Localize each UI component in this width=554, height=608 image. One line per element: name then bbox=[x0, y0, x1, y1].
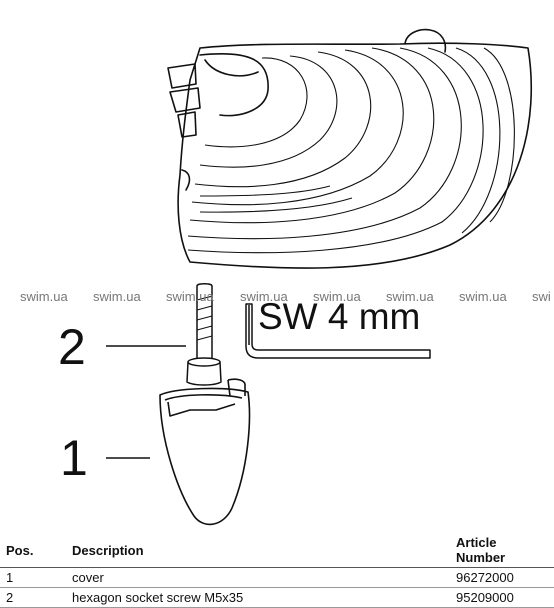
cover-part bbox=[159, 378, 251, 526]
callout-number-screw: 2 bbox=[58, 319, 86, 375]
cell-pos: 2 bbox=[0, 587, 66, 608]
hex-key-size-label: SW 4 mm bbox=[258, 296, 421, 337]
exploded-assembly-drawing bbox=[106, 28, 533, 526]
cell-article-number: 95209000 bbox=[450, 587, 554, 608]
header-pos: Pos. bbox=[0, 533, 66, 568]
hex-key-tool bbox=[245, 303, 431, 359]
watermark-text: swim.ua bbox=[240, 289, 288, 304]
shelf-body bbox=[167, 28, 533, 269]
cell-description: hexagon socket screw M5x35 bbox=[66, 587, 450, 608]
cell-description: cover bbox=[66, 567, 450, 588]
header-article-number: Article Number bbox=[450, 533, 554, 568]
callout-number-cover: 1 bbox=[60, 430, 88, 486]
cell-pos: 1 bbox=[0, 567, 66, 588]
hexagon-socket-screw bbox=[186, 283, 222, 386]
watermark-text: swim.ua bbox=[459, 289, 507, 304]
watermark-text: swim.ua bbox=[93, 289, 141, 304]
shelf-ribs bbox=[187, 47, 515, 254]
watermark-text: swim.ua bbox=[386, 289, 434, 304]
table-header-row: Pos. Description Article Number bbox=[0, 533, 554, 568]
table-row: 1 cover 96272000 bbox=[0, 567, 554, 588]
watermark-text: swim.ua bbox=[166, 289, 214, 304]
watermark-text: swi bbox=[532, 289, 551, 304]
watermark-row: swim.ua swim.ua swim.ua swim.ua swim.ua … bbox=[0, 289, 554, 309]
watermark-text: swim.ua bbox=[20, 289, 68, 304]
parts-table: Pos. Description Article Number 1 cover … bbox=[0, 533, 554, 608]
header-description: Description bbox=[66, 533, 450, 568]
table-row: 2 hexagon socket screw M5x35 95209000 bbox=[0, 587, 554, 608]
watermark-text: swim.ua bbox=[313, 289, 361, 304]
cell-article-number: 96272000 bbox=[450, 567, 554, 588]
